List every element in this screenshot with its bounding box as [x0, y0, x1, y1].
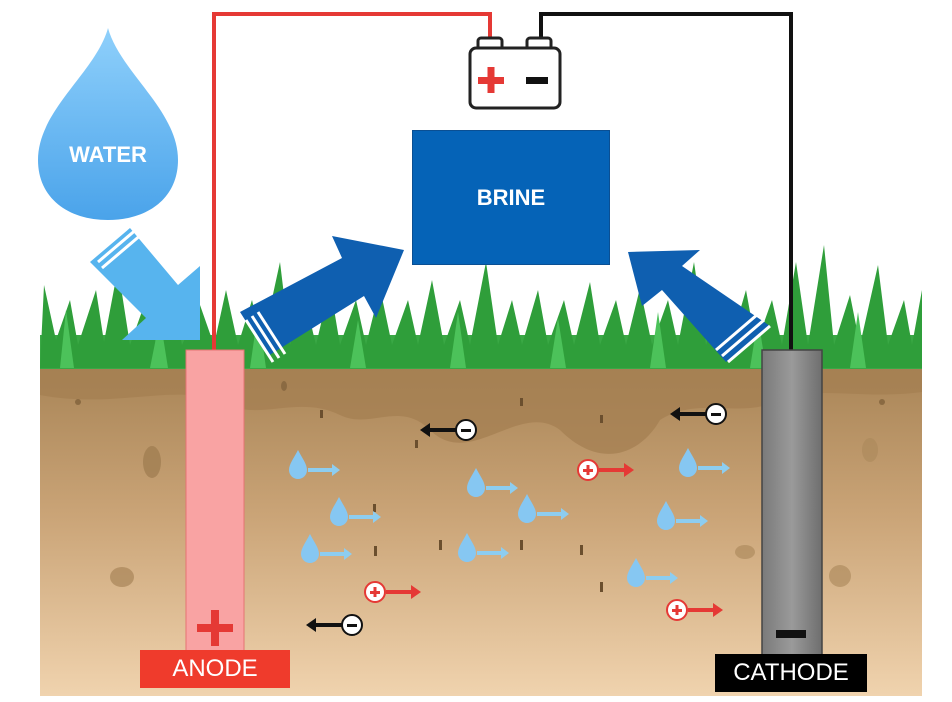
soil-layer — [40, 368, 922, 696]
water-inflow-arrow — [90, 220, 200, 340]
battery-icon — [468, 36, 562, 110]
anode-rod — [185, 349, 245, 653]
negative-ion-icon — [306, 614, 363, 636]
water-label: WATER — [69, 142, 147, 167]
brine-box: BRINE — [412, 130, 610, 265]
negative-ion-icon — [670, 403, 727, 425]
negative-wire — [539, 12, 793, 350]
cation-particles — [364, 459, 723, 621]
negative-ion-icon — [420, 419, 477, 441]
cathode-rod — [761, 349, 823, 657]
brine-flow-arrow-left — [240, 236, 404, 363]
anion-particles — [306, 403, 727, 636]
brine-flow-arrow-right — [628, 250, 771, 364]
positive-ion-icon — [666, 599, 723, 621]
positive-ion-icon — [364, 581, 421, 603]
cathode-label: CATHODE — [715, 654, 867, 692]
brine-label: BRINE — [476, 185, 546, 210]
water-drop-icon — [38, 28, 178, 220]
anode-label: ANODE — [140, 650, 290, 688]
positive-ion-icon — [577, 459, 634, 481]
positive-wire — [212, 12, 492, 350]
